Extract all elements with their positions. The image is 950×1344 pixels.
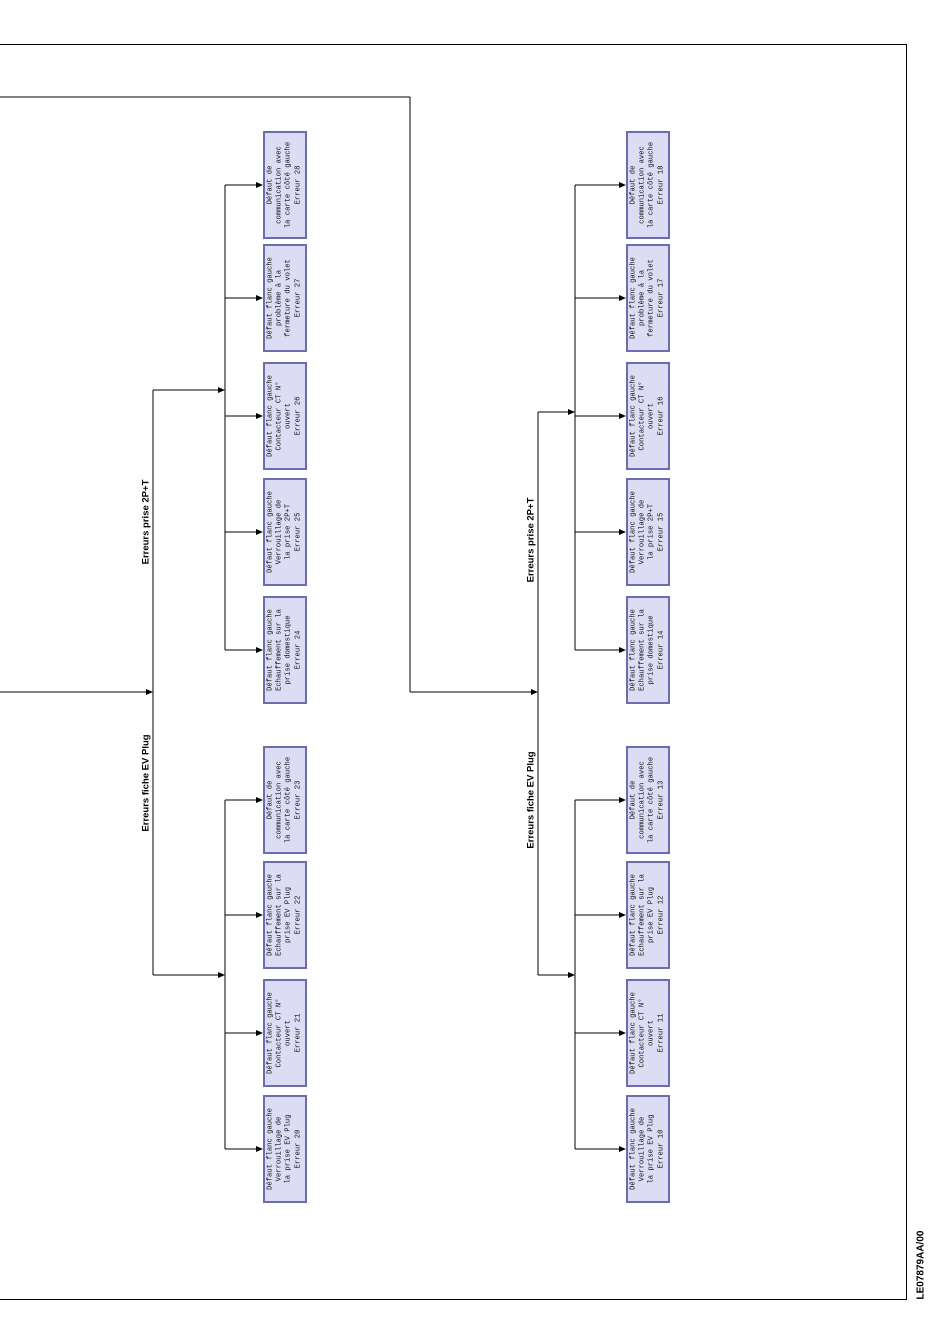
error-box: Défaut flanc gauche Contacteur CT N° ouv… bbox=[626, 362, 670, 470]
error-box: Défaut flanc gauche Verrouillage de la p… bbox=[263, 1095, 307, 1203]
error-box: Défaut flanc gauche Contacteur CT N° ouv… bbox=[626, 979, 670, 1087]
error-box: Défaut flanc gauche problème à la fermet… bbox=[263, 244, 307, 352]
error-box-text: Défaut flanc gauche problème à la fermet… bbox=[266, 257, 303, 339]
error-box: Défaut flanc gauche Echauffement sur la … bbox=[626, 596, 670, 704]
box-arrow-1-1-3 bbox=[256, 413, 263, 419]
branch-arrow-1-1 bbox=[218, 387, 225, 393]
box-arrow-1-2-2 bbox=[256, 912, 263, 918]
error-box-text: Défaut flanc gauche Contacteur CT N° ouv… bbox=[629, 375, 666, 457]
error-box-text: Défaut de communication avec la carte cô… bbox=[266, 141, 303, 229]
box-arrow-2-1-1 bbox=[619, 182, 626, 188]
error-box: Défaut flanc gauche Echauffement sur la … bbox=[626, 861, 670, 969]
error-box-text: Défaut flanc gauche Echauffement sur la … bbox=[266, 874, 303, 956]
box-arrow-2-1-4 bbox=[619, 529, 626, 535]
error-box: Défaut flanc gauche Echauffement sur la … bbox=[263, 861, 307, 969]
feed-arrow-group-1 bbox=[146, 689, 153, 695]
error-box-text: Défaut flanc gauche Contacteur CT N° ouv… bbox=[266, 375, 303, 457]
error-box-text: Défaut flanc gauche Verrouillage de la p… bbox=[266, 1108, 303, 1190]
branch-label-2-1: Erreurs prise 2P+T bbox=[525, 497, 537, 583]
error-box-text: Défaut flanc gauche Echauffement sur la … bbox=[266, 609, 303, 691]
error-box-text: Défaut flanc gauche Verrouillage de la p… bbox=[629, 1108, 666, 1190]
error-box: Défaut flanc gauche Echauffement sur la … bbox=[263, 596, 307, 704]
branch-arrow-2-1 bbox=[568, 409, 575, 415]
error-box: Défaut flanc gauche problème à la fermet… bbox=[626, 244, 670, 352]
error-box: Défaut flanc gauche Verrouillage de la p… bbox=[263, 478, 307, 586]
error-box: Défaut flanc gauche Verrouillage de la p… bbox=[626, 1095, 670, 1203]
error-box: Défaut de communication avec la carte cô… bbox=[626, 746, 670, 854]
error-box-text: Défaut de communication avec la carte cô… bbox=[629, 141, 666, 229]
box-arrow-1-1-4 bbox=[256, 529, 263, 535]
error-box-text: Défaut flanc gauche Echauffement sur la … bbox=[629, 609, 666, 691]
error-box: Défaut de communication avec la carte cô… bbox=[263, 131, 307, 239]
error-box-text: Défaut flanc gauche Verrouillage de la p… bbox=[266, 491, 303, 573]
box-arrow-1-2-4 bbox=[256, 1146, 263, 1152]
error-box-text: Défaut flanc gauche Contacteur CT N° ouv… bbox=[266, 992, 303, 1074]
box-arrow-1-2-1 bbox=[256, 797, 263, 803]
error-box: Défaut de communication avec la carte cô… bbox=[626, 131, 670, 239]
feed-arrow-group-2 bbox=[531, 689, 538, 695]
box-arrow-2-2-3 bbox=[619, 1030, 626, 1036]
box-arrow-1-1-1 bbox=[256, 182, 263, 188]
box-arrow-2-2-4 bbox=[619, 1146, 626, 1152]
box-arrow-2-1-2 bbox=[619, 295, 626, 301]
box-arrow-1-1-2 bbox=[256, 295, 263, 301]
error-box: Défaut flanc gauche Contacteur CT N° ouv… bbox=[263, 362, 307, 470]
error-box-text: Défaut flanc gauche Contacteur CT N° ouv… bbox=[629, 992, 666, 1074]
branch-arrow-1-2 bbox=[218, 972, 225, 978]
error-box: Défaut de communication avec la carte cô… bbox=[263, 746, 307, 854]
error-box-text: Défaut de communication avec la carte cô… bbox=[266, 756, 303, 844]
error-box-text: Défaut flanc gauche Verrouillage de la p… bbox=[629, 491, 666, 573]
branch-arrow-2-2 bbox=[568, 972, 575, 978]
error-box: Défaut flanc gauche Verrouillage de la p… bbox=[626, 478, 670, 586]
branch-label-1-2: Erreurs fiche EV Plug bbox=[140, 734, 152, 832]
error-box: Défaut flanc gauche Contacteur CT N° ouv… bbox=[263, 979, 307, 1087]
box-arrow-2-1-5 bbox=[619, 647, 626, 653]
error-box-text: Défaut de communication avec la carte cô… bbox=[629, 756, 666, 844]
error-box-text: Défaut flanc gauche problème à la fermet… bbox=[629, 257, 666, 339]
document-reference: LE07879AA/00 bbox=[915, 1230, 927, 1300]
branch-label-1-1: Erreurs prise 2P+T bbox=[140, 479, 152, 565]
box-arrow-1-1-5 bbox=[256, 647, 263, 653]
box-arrow-2-2-1 bbox=[619, 797, 626, 803]
box-arrow-1-2-3 bbox=[256, 1030, 263, 1036]
box-arrow-2-1-3 bbox=[619, 413, 626, 419]
box-arrow-2-2-2 bbox=[619, 912, 626, 918]
error-box-text: Défaut flanc gauche Echauffement sur la … bbox=[629, 874, 666, 956]
page-frame bbox=[0, 44, 907, 1300]
branch-label-2-2: Erreurs fiche EV Plug bbox=[525, 751, 537, 849]
